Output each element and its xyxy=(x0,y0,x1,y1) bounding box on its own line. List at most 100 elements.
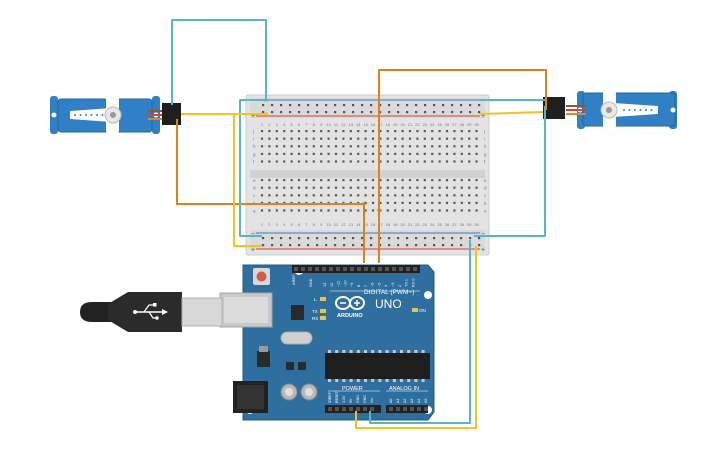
top-power-rail xyxy=(250,98,485,118)
terminal-hole xyxy=(312,194,315,197)
rail-hole xyxy=(379,244,382,247)
digital-pin-socket[interactable] xyxy=(406,267,410,271)
column-number: 14 xyxy=(356,222,361,227)
terminal-hole xyxy=(305,186,308,189)
servo-left-connector[interactable] xyxy=(162,103,181,125)
rail-hole xyxy=(289,111,292,114)
digital-pin-socket[interactable] xyxy=(350,267,354,271)
rail-hole xyxy=(280,244,283,247)
column-number: 30 xyxy=(474,122,479,127)
power-pin-socket[interactable] xyxy=(356,407,360,411)
column-number: 1 xyxy=(261,122,264,127)
rail-hole xyxy=(478,244,481,247)
reset-button-cap[interactable] xyxy=(256,271,267,282)
digital-pin-socket[interactable] xyxy=(308,267,312,271)
row-letter: c xyxy=(484,193,487,198)
digital-pin-socket[interactable] xyxy=(371,267,375,271)
row-letter: h xyxy=(253,144,256,149)
power-pin-socket[interactable] xyxy=(342,407,346,411)
terminal-hole xyxy=(305,130,308,133)
rail-hole xyxy=(307,244,310,247)
top-rail-plus-right: + xyxy=(481,113,485,120)
terminal-hole xyxy=(275,137,278,140)
analog-pin-label: A1 xyxy=(396,399,400,403)
power-pin-socket[interactable] xyxy=(363,407,367,411)
terminal-hole xyxy=(364,186,367,189)
terminal-hole xyxy=(386,201,389,204)
analog-pin-label: A5 xyxy=(424,399,428,403)
digital-pin-socket[interactable] xyxy=(336,267,340,271)
wire-5v-to-rail[interactable] xyxy=(355,246,477,429)
digital-pin-socket[interactable] xyxy=(322,267,326,271)
rail-hole xyxy=(451,104,454,107)
terminal-hole xyxy=(334,145,338,148)
wire-left-servo-signal[interactable] xyxy=(176,119,365,263)
led-tx xyxy=(320,309,326,313)
wire-left-servo-ground[interactable] xyxy=(171,19,267,105)
analog-pin-socket[interactable] xyxy=(424,407,428,411)
column-number: 4 xyxy=(283,122,286,127)
digital-pin-socket[interactable] xyxy=(399,267,403,271)
digital-pin-socket[interactable] xyxy=(329,267,333,271)
digital-pin-socket[interactable] xyxy=(301,267,305,271)
analog-pin-socket[interactable] xyxy=(396,407,400,411)
row-letter: d xyxy=(484,186,487,191)
column-number: 13 xyxy=(349,122,354,127)
terminal-hole xyxy=(460,209,463,212)
analog-pin-socket[interactable] xyxy=(417,407,421,411)
digital-pin-socket[interactable] xyxy=(378,267,382,271)
digital-pin-socket[interactable] xyxy=(315,267,319,271)
row-letter: f xyxy=(484,159,486,164)
terminal-hole xyxy=(297,145,301,148)
wire-right-servo-signal[interactable] xyxy=(378,69,547,263)
wire-right-servo-power[interactable] xyxy=(479,111,544,115)
usb-cable[interactable] xyxy=(80,292,223,332)
power-pin-socket[interactable] xyxy=(370,407,374,411)
chip-pin xyxy=(328,379,331,382)
power-pin-socket[interactable] xyxy=(328,407,332,411)
column-number: 11 xyxy=(334,222,339,227)
terminal-hole xyxy=(297,152,301,155)
dc-jack-inner xyxy=(237,385,264,409)
wire-top-power-rail-link[interactable] xyxy=(233,113,266,247)
terminal-hole xyxy=(423,152,426,155)
wire-right-servo-ground[interactable] xyxy=(474,106,546,237)
terminal-hole xyxy=(453,160,456,163)
terminal-hole xyxy=(357,179,360,182)
column-number: 28 xyxy=(460,222,465,227)
rail-hole xyxy=(325,104,328,107)
column-number: 4 xyxy=(283,222,286,227)
servo-right[interactable] xyxy=(543,89,677,130)
row-letter: h xyxy=(484,144,487,149)
digital-pin-socket[interactable] xyxy=(413,267,417,271)
horn-hole xyxy=(90,114,93,116)
wires[interactable] xyxy=(171,19,547,429)
terminal-hole xyxy=(357,152,360,155)
rail-hole xyxy=(433,237,436,240)
servo-left[interactable] xyxy=(50,94,181,135)
power-pin-socket[interactable] xyxy=(335,407,339,411)
led-on xyxy=(412,308,418,312)
digital-pin-socket[interactable] xyxy=(392,267,396,271)
digital-pin-socket[interactable] xyxy=(385,267,389,271)
terminal-hole xyxy=(460,137,463,140)
analog-pin-socket[interactable] xyxy=(403,407,407,411)
servo-right-connector[interactable] xyxy=(543,97,565,119)
power-pin-socket[interactable] xyxy=(349,407,353,411)
wire-gnd-to-rail[interactable] xyxy=(369,240,471,424)
digital-pin-socket[interactable] xyxy=(294,267,298,271)
digital-pin-socket[interactable] xyxy=(343,267,347,271)
rail-hole xyxy=(397,111,400,114)
atmega-chip xyxy=(325,353,430,379)
rail-hole xyxy=(325,237,328,240)
wire-top-ground-rail-link[interactable] xyxy=(239,99,266,237)
terminal-hole xyxy=(260,186,264,189)
analog-pin-socket[interactable] xyxy=(410,407,414,411)
terminal-hole xyxy=(320,194,323,197)
terminal-hole xyxy=(349,179,352,182)
digital-pin-socket[interactable] xyxy=(357,267,361,271)
digital-pin-socket[interactable] xyxy=(364,267,368,271)
analog-pin-socket[interactable] xyxy=(389,407,393,411)
